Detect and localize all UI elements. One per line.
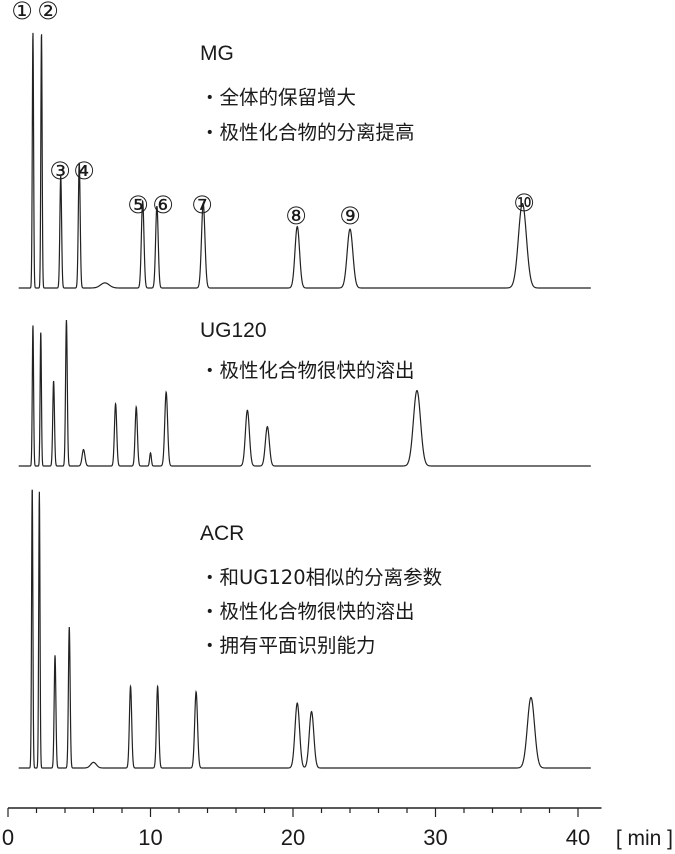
series-note-acr-1: ・和UG120相似的分离参数 <box>200 566 443 589</box>
trace-ug120 <box>18 320 591 467</box>
peak-label-4: ④ <box>73 157 95 185</box>
x-tick-label: 40 <box>566 825 590 850</box>
series-note-mg-1: ・全体的保留增大 <box>200 86 357 109</box>
peak-label-1: ① <box>11 0 33 25</box>
trace-acr <box>18 489 591 769</box>
peak-label-8: ⑧ <box>285 202 307 230</box>
x-axis-unit-label: [ min ] <box>616 827 673 850</box>
peak-label-6: ⑥ <box>152 191 174 219</box>
peak-label-2: ② <box>37 0 59 25</box>
series-note-acr-3: ・拥有平面识别能力 <box>200 634 376 657</box>
peak-label-10: ⑩ <box>513 189 535 217</box>
peak-label-5: ⑤ <box>127 191 149 219</box>
series-note-ug120-1: ・极性化合物很快的溶出 <box>200 359 415 382</box>
series-title-mg: MG <box>200 42 234 65</box>
series-note-mg-2: ・极性化合物的分离提高 <box>200 121 415 144</box>
peak-label-9: ⑨ <box>339 202 361 230</box>
peak-label-3: ③ <box>49 157 71 185</box>
traces-layer <box>18 32 591 769</box>
series-title-acr: ACR <box>200 522 245 545</box>
x-tick-label: 0 <box>2 825 14 850</box>
x-axis: 0 10 20 30 40 [ min ] <box>2 807 673 850</box>
x-tick-label: 10 <box>138 825 162 850</box>
series-title-ug120: UG120 <box>200 319 267 342</box>
trace-mg <box>18 32 591 289</box>
x-tick-label: 20 <box>281 825 305 850</box>
peak-label-7: ⑦ <box>191 191 213 219</box>
x-tick-label: 30 <box>423 825 447 850</box>
series-note-acr-2: ・极性化合物很快的溶出 <box>200 600 415 623</box>
